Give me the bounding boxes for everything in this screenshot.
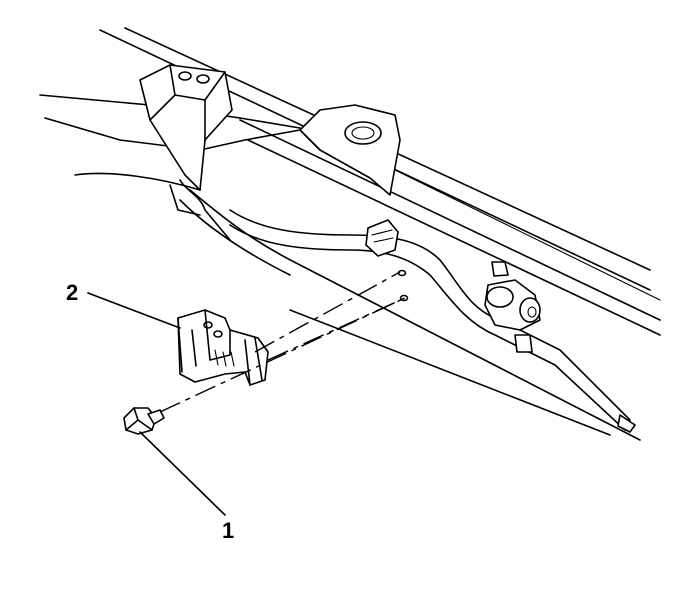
callout-label-1: 1: [222, 518, 234, 543]
alignment-lines: [159, 269, 409, 413]
sensor-valve: [484, 261, 541, 353]
leader-lines: [87, 292, 226, 516]
bracket-part-2: [177, 309, 269, 386]
harness-connector: [365, 219, 399, 257]
wiring-harness: [229, 209, 636, 433]
callout-label-2: 2: [66, 280, 78, 305]
upper-mount-bracket: [139, 64, 233, 191]
body-mount-tower: [299, 104, 401, 196]
lower-frame-rail: [169, 179, 641, 441]
bolt-part-1: [123, 407, 165, 435]
